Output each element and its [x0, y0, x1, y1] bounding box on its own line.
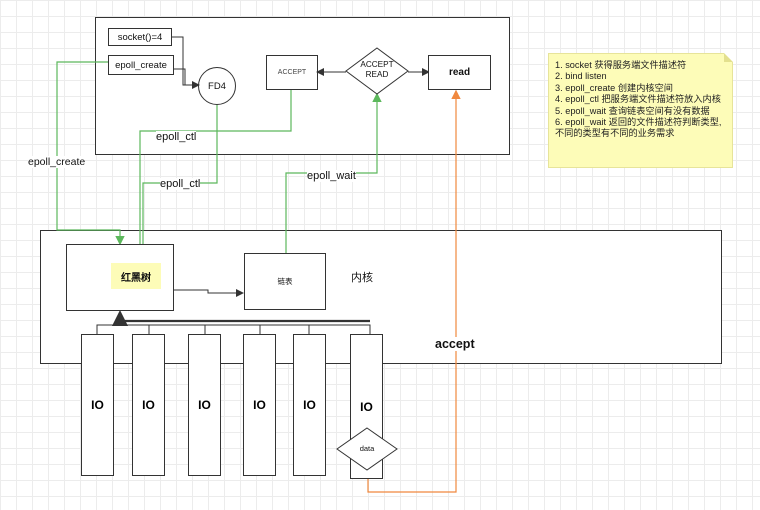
epollcreate-to-kernel-line [56, 61, 125, 246]
rbtree-to-list-line [174, 289, 244, 297]
io-device-1: IO [81, 334, 114, 476]
kernel-label: 内核 [351, 272, 373, 284]
io-bus-line [96, 324, 371, 334]
note-line-5: 5. epoll_wait 查询链表空间有没有数据 [555, 105, 710, 116]
note-line-4: 4. epoll_ctl 把服务端文件描述符放入内核 [555, 94, 721, 105]
sticky-note: 1. socket 获得服务端文件描述符 2. bind listen 3. e… [548, 53, 733, 168]
decision-line1: ACCEPT [360, 60, 394, 69]
data-label: data [359, 444, 375, 453]
io-device-2: IO [132, 334, 165, 476]
epoll-create-box: epoll_create [108, 55, 174, 75]
note-fold-corner [724, 53, 733, 62]
accept-connector-label: accept [435, 337, 475, 351]
accept-box: ACCEPT [266, 55, 318, 90]
io-device-5: IO [293, 334, 326, 476]
io-device-3: IO [188, 334, 221, 476]
accept-to-rbtree-line [135, 90, 292, 261]
epollcreate-to-fd4-line [173, 68, 186, 85]
note-line-3: 3. epoll_create 创建内核空间 [555, 82, 673, 93]
socket-box: socket()=4 [108, 28, 172, 46]
note-line-7: 不同的类型有不同的业务需求 [555, 128, 675, 139]
ready-list-box: 链表 [244, 253, 326, 310]
read-box: read [428, 55, 491, 90]
io-device-4: IO [243, 334, 276, 476]
epoll-wait-label: epoll_wait [307, 170, 356, 182]
socket-to-fd4-line [172, 36, 200, 89]
epoll-ctl-upper-label: epoll_ctl [156, 131, 197, 143]
epoll-ctl-lower-label: epoll_ctl [160, 178, 201, 190]
epoll-create-connector-label: epoll_create [28, 156, 86, 168]
data-to-read-line [367, 89, 461, 493]
note-line-2: 2. bind listen [555, 71, 607, 82]
note-line-6: 6. epoll_wait 返回的文件描述符判断类型, [555, 117, 722, 128]
rbtree-label: 红黑树 [111, 263, 161, 289]
decision-text: ACCEPT READ [346, 60, 408, 80]
decision-line2: READ [365, 70, 389, 79]
note-line-1: 1. socket 获得服务端文件描述符 [555, 60, 687, 70]
